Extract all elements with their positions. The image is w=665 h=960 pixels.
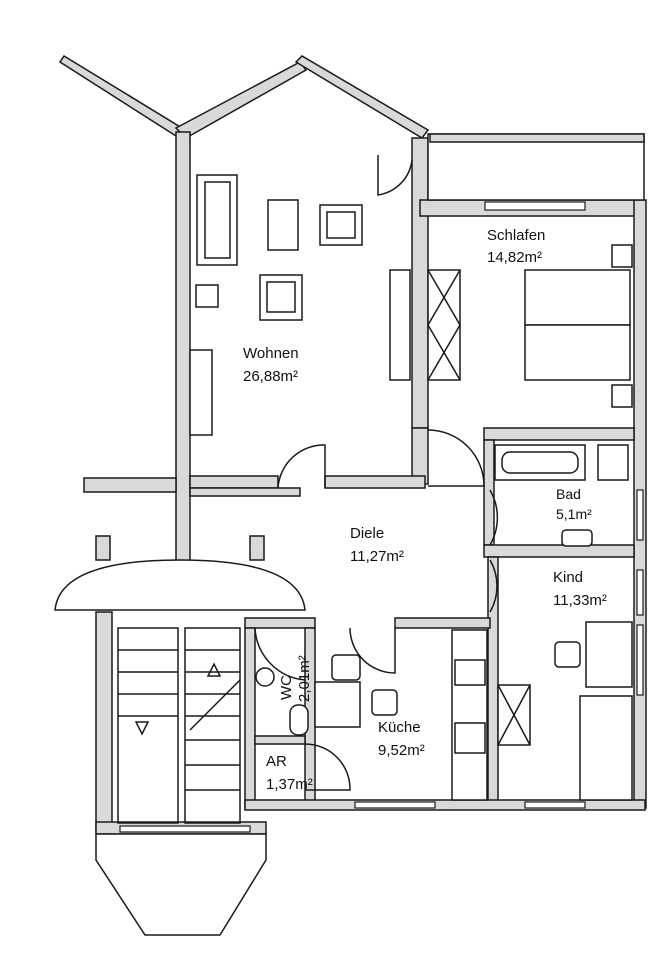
stair-bay [95, 833, 267, 936]
room-area-kueche: 9,52m² [378, 742, 425, 759]
room-name-ar: AR [266, 753, 287, 770]
room-name-schlafen: Schlafen [487, 227, 545, 244]
room-area-bad: 5,1m² [556, 506, 592, 522]
room-name-kueche: Küche [378, 719, 421, 736]
stair-landing [54, 559, 306, 611]
room-name-wc: WC [278, 675, 295, 700]
windows [119, 201, 644, 833]
room-name-bad: Bad [556, 486, 581, 502]
room-area-schlafen: 14,82m² [487, 249, 542, 266]
room-area-kind: 11,33m² [553, 592, 607, 609]
doors [254, 155, 499, 791]
staircase [117, 627, 241, 824]
furniture [189, 174, 633, 801]
stair-arrow-up-icon [206, 662, 222, 677]
room-name-diele: Diele [350, 525, 384, 542]
room-labels: Wohnen 26,88m² Schlafen 14,82m² Bad 5,1m… [243, 227, 607, 793]
room-area-diele: 11,27m² [350, 548, 404, 565]
balcony [427, 133, 645, 201]
stair-arrow-down-icon [134, 721, 150, 736]
room-name-wohnen: Wohnen [243, 345, 299, 362]
room-name-kind: Kind [553, 569, 583, 586]
room-area-wohnen: 26,88m² [243, 368, 298, 385]
room-area-ar: 1,37m² [266, 776, 313, 793]
room-area-wc: 2,01m² [296, 655, 313, 702]
